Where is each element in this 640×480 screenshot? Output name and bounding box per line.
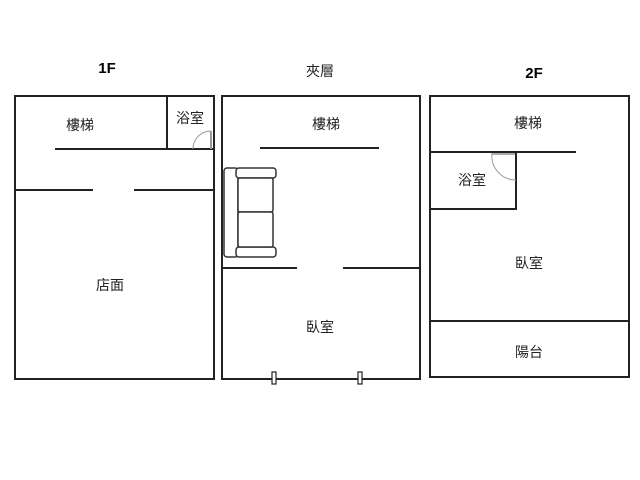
floor-mezzanine: 夾層 臥室 樓梯	[221, 64, 421, 385]
outer-wall	[14, 95, 215, 380]
room-label-bedroom: 臥室	[515, 255, 543, 272]
room-label-balcony: 陽台	[515, 345, 543, 361]
door-swing-icon	[192, 130, 212, 150]
room-label-shop: 店面	[96, 278, 124, 294]
outer-wall	[429, 95, 630, 378]
door-swing-icon	[491, 152, 517, 181]
room-label-bedroom: 臥室	[306, 319, 334, 336]
floor-2f: 2F 樓梯 浴室 臥室 陽台	[429, 65, 630, 378]
room-label-bath: 浴室	[176, 110, 204, 127]
outer-wall	[221, 95, 421, 380]
floor-title: 夾層	[306, 64, 334, 80]
floor-1f: 1F 樓梯 浴室 店面	[14, 60, 215, 380]
room-label-stairs: 樓梯	[514, 116, 542, 132]
floor-title: 1F	[98, 60, 116, 77]
room-label-stairs: 樓梯	[312, 117, 340, 133]
window-mark	[357, 371, 363, 385]
wall	[430, 152, 517, 210]
floor-title: 2F	[525, 65, 543, 82]
window-mark	[271, 371, 277, 385]
room-label-stairs: 樓梯	[66, 118, 94, 134]
room-label-bath: 浴室	[458, 172, 486, 189]
sofa-icon	[223, 167, 277, 258]
